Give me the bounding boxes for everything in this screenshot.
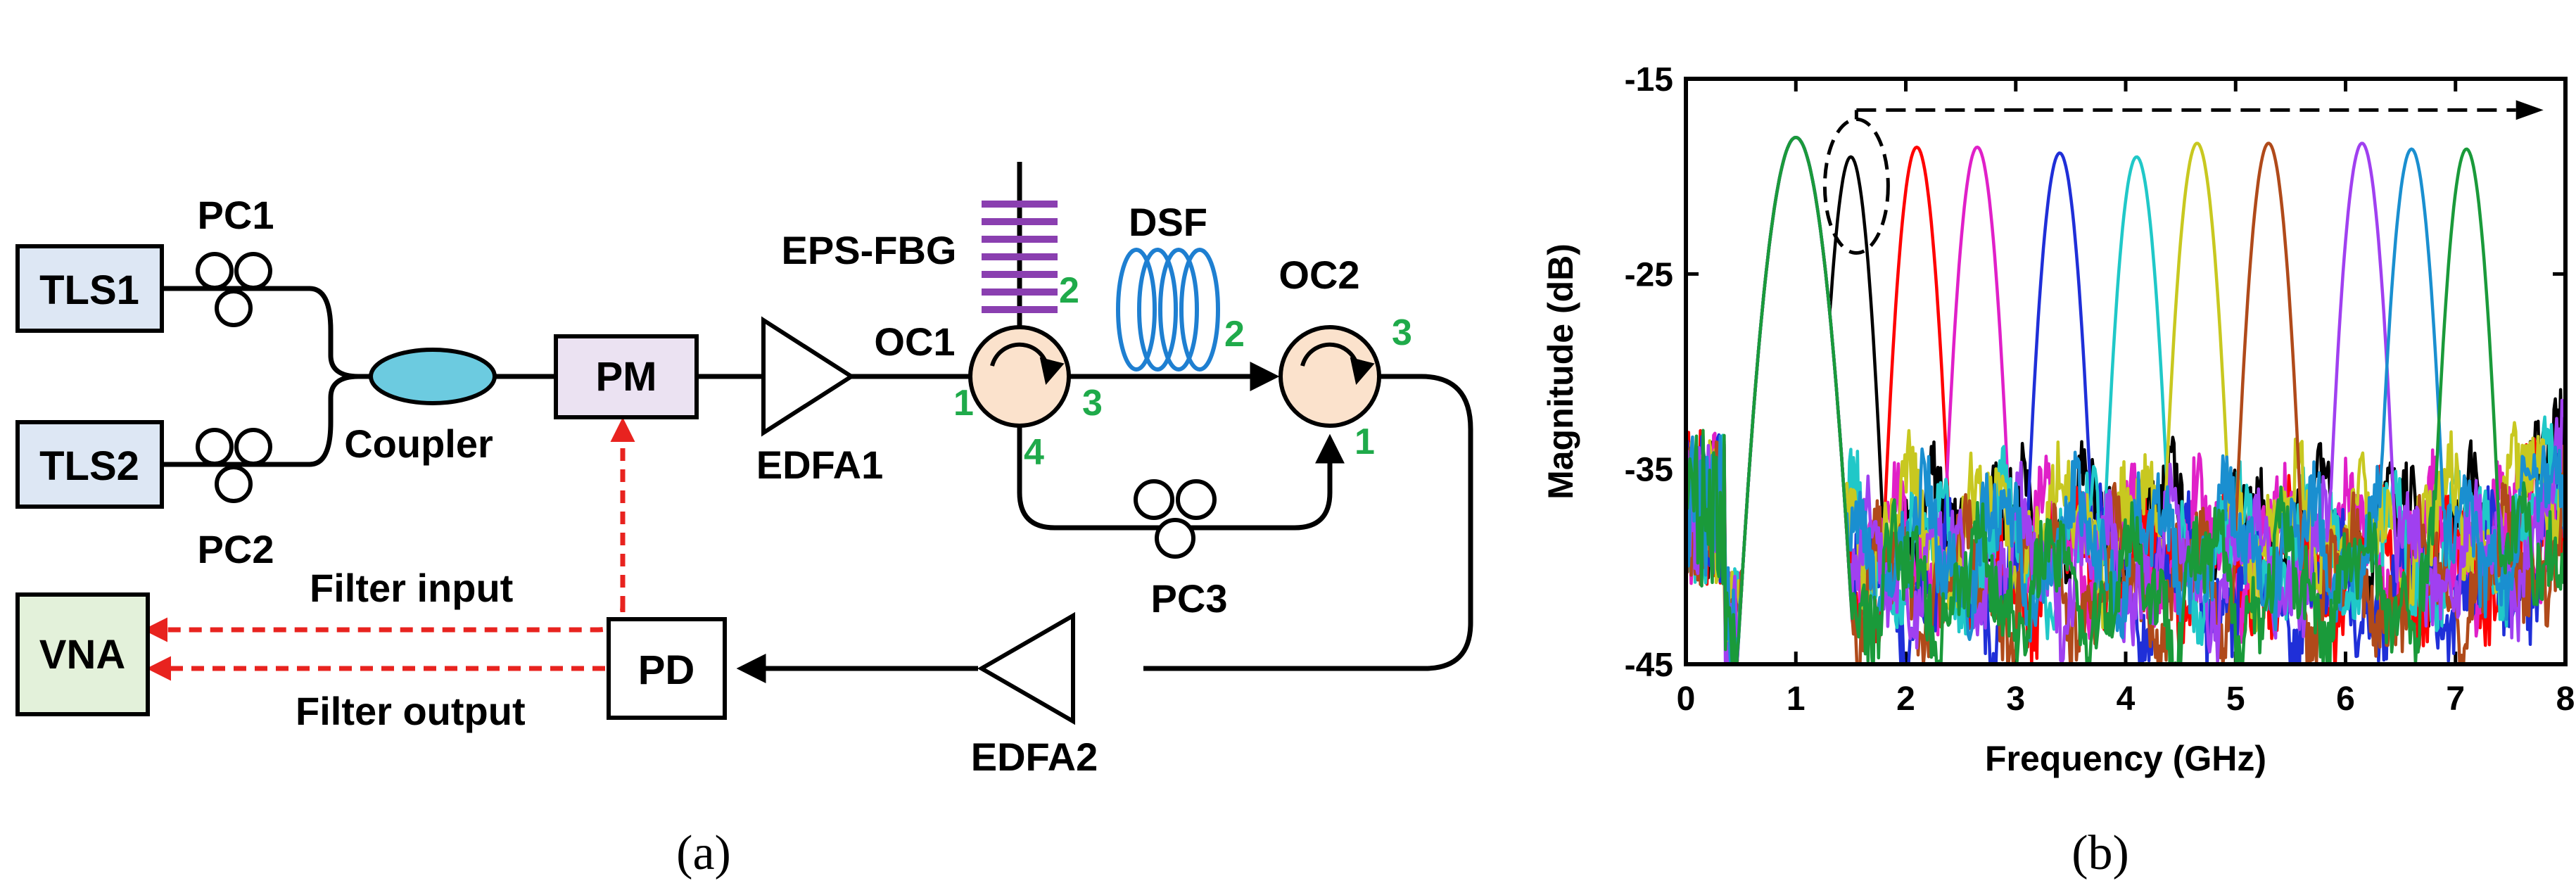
y-axis-label: Magnitude (dB) [1541, 243, 1580, 500]
y-tick-label: -15 [1625, 61, 1673, 99]
tls1-box [15, 244, 164, 333]
x-tick-label: 5 [2226, 680, 2245, 718]
x-tick-label: 2 [1896, 680, 1915, 718]
oc1-circulator-icon [968, 325, 1071, 428]
pc2-icon [196, 428, 272, 503]
pc3-label: PC3 [1151, 576, 1228, 621]
pd-label: PD [638, 647, 695, 693]
pc2-label: PC2 [198, 527, 274, 571]
dsf-coil-icon [1116, 248, 1220, 372]
coupler-icon [369, 348, 497, 405]
dsf-label: DSF [1129, 200, 1207, 244]
panel-a-caption: (a) [676, 826, 731, 880]
oc2-circulator-icon [1279, 325, 1381, 428]
oc2-port-3: 3 [1392, 312, 1412, 353]
oc1-port-3: 3 [1082, 383, 1103, 424]
edfa1-icon [761, 316, 856, 437]
y-tick-label: -25 [1625, 256, 1673, 293]
pc1-label: PC1 [198, 193, 274, 237]
chart-plot-layer: 0 1 2 3 4 5 6 7 8 -15 -25 -35 -45 [1625, 61, 2575, 718]
x-tick-label: 7 [2446, 680, 2465, 718]
pc1-icon [196, 252, 272, 327]
x-tick-label: 4 [2117, 680, 2136, 718]
filter-input-label: Filter input [310, 566, 513, 610]
coupler-label: Coupler [344, 421, 493, 466]
x-tick-label: 0 [1677, 680, 1696, 718]
oc1-port-2: 2 [1059, 270, 1079, 311]
panel-b-caption: (b) [2071, 826, 2129, 880]
tuning-arrow-head [2515, 100, 2544, 120]
vna-box [15, 592, 150, 716]
edfa2-icon [977, 611, 1075, 725]
eps-fbg-icon [982, 201, 1058, 313]
plot-frame [1684, 77, 2568, 666]
oc1-label: OC1 [874, 319, 955, 364]
vna-label: VNA [39, 632, 125, 678]
y-tick-label: -45 [1625, 647, 1673, 684]
filter-output-label: Filter output [296, 689, 526, 733]
edfa1-label: EDFA1 [756, 443, 884, 487]
x-tick-label: 1 [1787, 680, 1806, 718]
x-axis-label: Frequency (GHz) [1985, 739, 2266, 778]
tuning-start-ellipse [1822, 118, 1890, 255]
tls2-box [15, 420, 164, 509]
tls2-label: TLS2 [39, 443, 139, 489]
x-tick-label: 8 [2556, 680, 2575, 718]
series-line-10 [1686, 135, 2565, 664]
dsf-port-2: 2 [1224, 314, 1245, 355]
pm-label: PM [596, 354, 657, 400]
eps-fbg-label: EPS-FBG [782, 228, 957, 272]
tls1-label: TLS1 [39, 267, 139, 313]
x-tick-label: 6 [2336, 680, 2355, 718]
series-group [1686, 135, 2565, 664]
x-tick-label: 3 [2006, 680, 2025, 718]
oc2-label: OC2 [1279, 253, 1359, 297]
oc1-port-1: 1 [953, 383, 974, 424]
panel-b-chart: 0 1 2 3 4 5 6 7 8 -15 -25 -35 -45 Magnitude (dB) Fre… [1541, 61, 2575, 880]
oc1-port-4: 4 [1024, 432, 1044, 473]
panel-a-diagram: TLS1 TLS2 PC1 PC2 Coupler PM EDFA1 OC1 1… [15, 162, 1473, 880]
pd-box [607, 617, 727, 720]
edfa2-label: EDFA2 [971, 735, 1098, 779]
oc2-port-1: 1 [1354, 421, 1375, 462]
pm-box [554, 334, 699, 419]
y-tick-label: -35 [1625, 452, 1673, 489]
pc3-icon [1134, 479, 1217, 559]
